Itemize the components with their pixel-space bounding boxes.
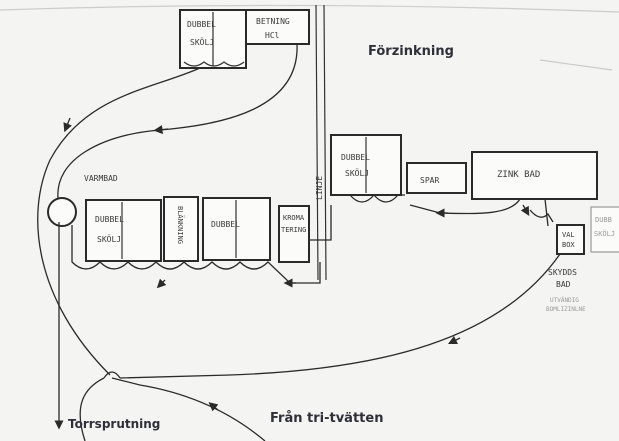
right-edge-box [590, 206, 619, 253]
skyddsbad-label-2: BAD [556, 280, 571, 289]
torrsprutning-caption: Torrsprutning [68, 417, 160, 431]
flow-right-to-krom [310, 205, 332, 241]
right-dubbel-label: DUBBEL [341, 153, 370, 162]
blankning-box [163, 196, 199, 262]
hcl-label: HCl [265, 31, 280, 40]
blankning-label: BLÄNKNING [176, 206, 185, 244]
flow-junction-hump [103, 371, 121, 379]
utvandig-note-2: BOMLIZINLNE [546, 306, 586, 313]
faint-sketch-line [539, 59, 613, 71]
betning-label: BETNING [256, 17, 290, 26]
left-dubbel-skolj-box [85, 199, 162, 262]
spar-label: SPAR [420, 176, 439, 185]
forzinkning-caption: Förzinkning [368, 44, 454, 59]
flow-arrow-6 [520, 204, 530, 216]
flow-arrow-8 [208, 402, 219, 412]
flow-top-to-left [37, 67, 201, 376]
flow-zink-valbox-vertical [544, 198, 549, 227]
rail-text: LINJE [315, 176, 324, 200]
flow-left-row-dips [71, 225, 321, 284]
varmbad-circle [47, 197, 77, 227]
valbox [556, 224, 585, 255]
fran-tri-caption: Från tri-tvätten [270, 411, 383, 426]
valbox-label-2: BOX [562, 241, 575, 249]
spar-box [406, 162, 467, 194]
utvandig-note-1: UTVÄNDIG [550, 297, 579, 304]
right-edge-label-2: SKÖLJ [594, 229, 615, 238]
flow-right-dubbel-dips [349, 194, 405, 203]
left-dubbel-label: DUBBEL [95, 215, 124, 224]
flow-arrow-7 [447, 335, 461, 345]
flow-arrow-2 [153, 125, 169, 135]
rail-line-right [323, 4, 327, 281]
rail-line-left [315, 4, 319, 281]
flow-arrow-1 [63, 117, 72, 133]
zinkbad-box [471, 151, 598, 200]
kromatering-box [278, 205, 310, 263]
valbox-label-1: VAL [562, 231, 575, 239]
paper-fold-line [0, 4, 619, 13]
flow-zink-to-spar [409, 198, 521, 215]
top-dubbel-wave [183, 61, 245, 67]
flow-junction-down [79, 377, 105, 441]
kromatering-label-1: KROMA [283, 214, 305, 222]
left-skolj-label: SKÖLJ [97, 234, 121, 244]
flow-valbox-return [119, 253, 561, 379]
kromatering-label-2: TERING [281, 226, 306, 234]
right-edge-label-1: DUBB [595, 216, 612, 224]
varmbad-label: VARMBAD [84, 174, 118, 183]
flow-zink-to-valbox [529, 209, 554, 223]
betning-box [245, 9, 310, 45]
right-skolj-label: SKÖLJ [345, 168, 369, 178]
mid-dubbel-label: DUBBEL [211, 220, 240, 229]
flow-arrow-3 [156, 278, 167, 289]
top-dubbel-label: DUBBEL [187, 20, 216, 29]
flow-from-tri [111, 377, 266, 441]
skyddsbad-label-1: SKYDDS [548, 268, 577, 277]
top-skolj-label: SKÖLJ [190, 37, 214, 47]
zinkbad-label: ZINK BAD [497, 170, 540, 180]
